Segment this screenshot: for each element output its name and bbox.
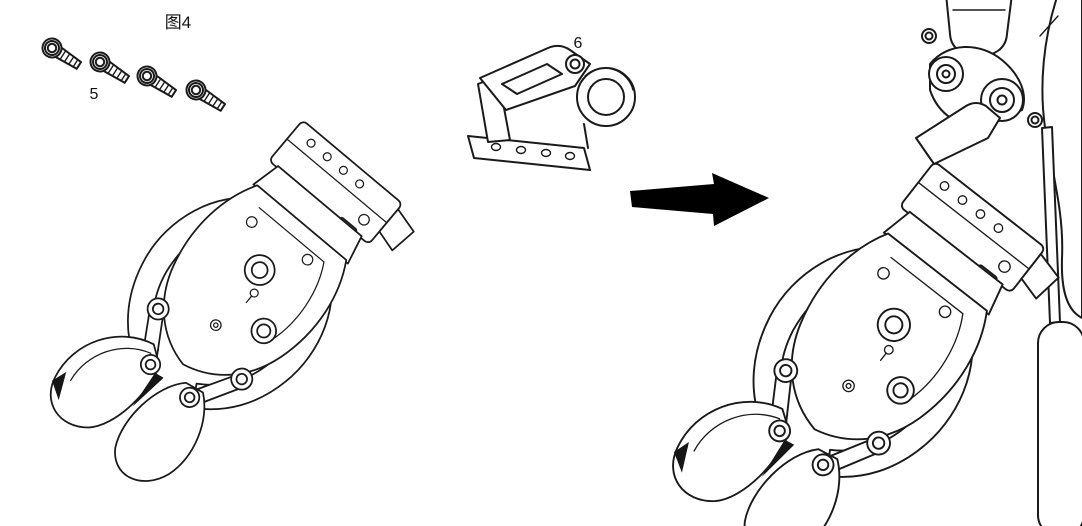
screw-icon: [132, 61, 181, 103]
screw-icon: [85, 47, 134, 89]
mounting-bracket-icon: [467, 44, 636, 171]
robot-arm: [915, 0, 1082, 526]
assembly-arrow-icon: [630, 173, 769, 226]
screw-icon: [181, 75, 230, 117]
screws-part-5: [37, 33, 230, 117]
gripper-unassembled: [28, 97, 425, 518]
screw-icon: [37, 33, 86, 75]
figure-label: 图4: [165, 13, 191, 32]
part-5-label: 5: [90, 86, 99, 103]
part-6-label: 6: [574, 35, 583, 52]
